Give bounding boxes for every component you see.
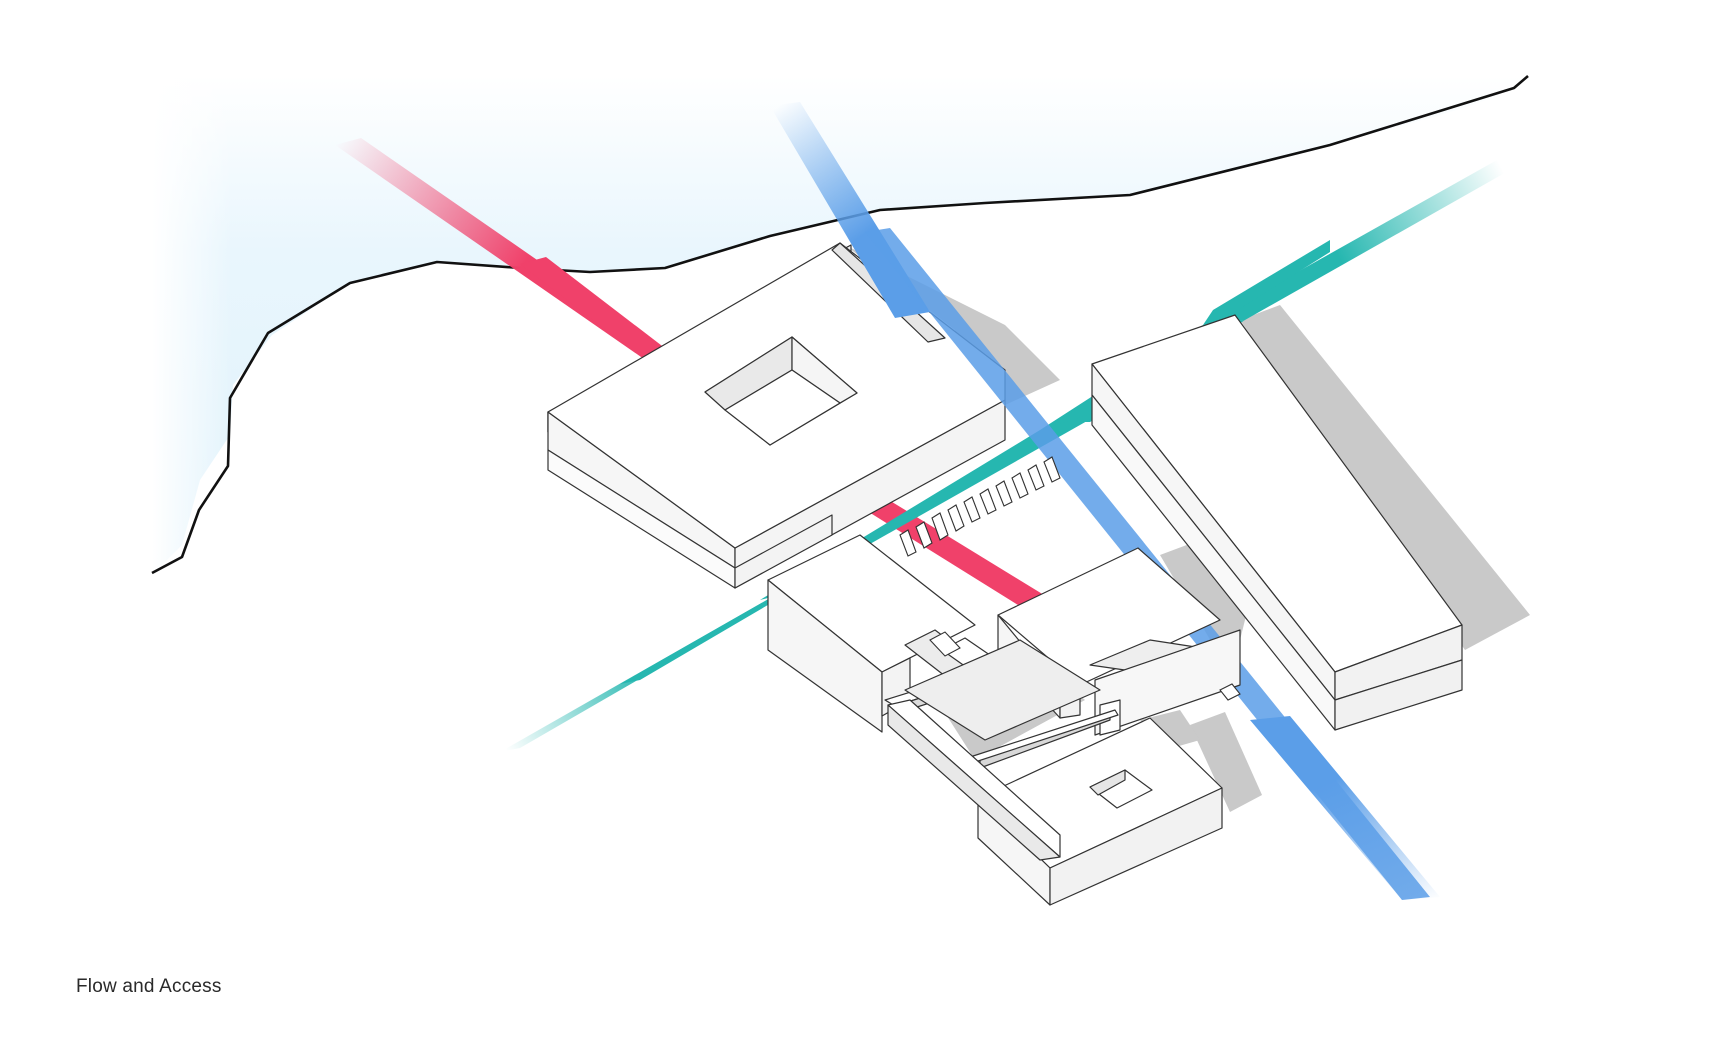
east-long-block <box>1091 314 1463 731</box>
teal-path-flow <box>500 160 1510 752</box>
north-building <box>547 242 1006 589</box>
diagram-caption: Flow and Access <box>76 976 222 997</box>
ramp-bridge <box>884 639 1119 769</box>
water-body <box>152 76 1528 576</box>
corner-notches <box>929 631 1241 701</box>
stair-ribs <box>899 456 1061 557</box>
west-ramp <box>887 699 1061 861</box>
